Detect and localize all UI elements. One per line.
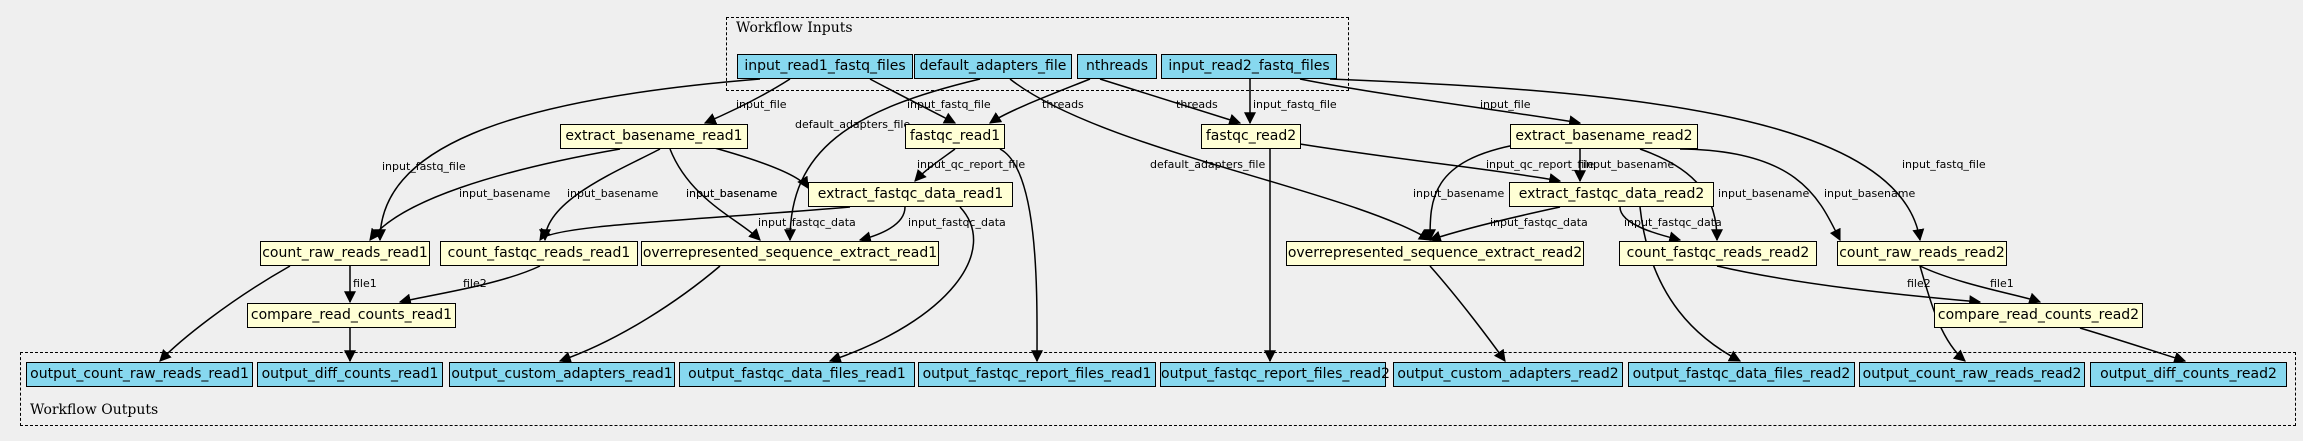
edge-extract1-to-output	[828, 206, 975, 364]
edge-basename2-to-extract2-label: input_basename	[1583, 158, 1674, 171]
edge-basename1-to-overrep1-label: input_basename	[686, 187, 777, 200]
edge-basename1-to-extract1-label: input_basename	[686, 187, 777, 200]
fastqc-read2-node[interactable]: fastqc_read2	[1201, 124, 1301, 149]
input-read1-fastq-files-node[interactable]: input_read1_fastq_files	[737, 54, 913, 79]
input-read2-fastq-files-node[interactable]: input_read2_fastq_files	[1161, 54, 1337, 79]
extract-basename-read2-node[interactable]: extract_basename_read2	[1510, 124, 1698, 149]
edge-basename2-to-countraw2-label: input_basename	[1824, 187, 1915, 200]
edge-basename1-to-countraw1	[369, 148, 621, 241]
edge-fastqc1-to-output	[999, 148, 1044, 363]
output-custom-adapters-read2-node[interactable]: output_custom_adapters_read2	[1393, 362, 1623, 387]
default-adapters-file-node[interactable]: default_adapters_file	[914, 54, 1072, 79]
compare-read-counts-read1-node[interactable]: compare_read_counts_read1	[247, 303, 456, 328]
workflow-inputs-label: Workflow Inputs	[736, 20, 853, 36]
edge-fastqc2-to-extract2	[1299, 143, 1562, 185]
overrepresented-sequence-extract-read1-node[interactable]: overrepresented_sequence_extract_read1	[641, 241, 939, 266]
edge-extract2-to-output	[1639, 206, 1742, 362]
workflow-outputs-label: Workflow Outputs	[30, 402, 159, 418]
output-count-raw-reads-read2-node[interactable]: output_count_raw_reads_read2	[1859, 362, 2085, 387]
edge-threads-to-fastqc1	[988, 78, 1091, 124]
edge-countraw1-to-compare1-label: file1	[353, 277, 377, 290]
output-count-raw-reads-read1-node[interactable]: output_count_raw_reads_read1	[26, 362, 253, 387]
edge-basename1-to-countraw1-label: input_basename	[459, 187, 550, 200]
edge-overrep1-to-output	[558, 265, 721, 364]
nthreads-node[interactable]: nthreads	[1077, 54, 1157, 79]
edge-read1-to-basename1	[703, 78, 791, 125]
edge-read1-to-fastqc1-label: input_fastq_file	[907, 98, 991, 111]
extract-fastqc-data-read2-node[interactable]: extract_fastqc_data_read2	[1509, 182, 1714, 207]
edge-read1-to-countraw1-label: input_fastq_file	[382, 160, 466, 173]
output-diff-counts-read1-node[interactable]: output_diff_counts_read1	[257, 362, 443, 387]
edge-countraw2-to-compare2-label: file1	[1990, 277, 2014, 290]
count-raw-reads-read1-node[interactable]: count_raw_reads_read1	[260, 241, 430, 266]
edge-countfastqc1-to-compare1-label: file2	[463, 277, 487, 290]
edge-basename2-to-overrep2	[1424, 143, 1521, 242]
edge-countraw2-to-compare2	[1919, 265, 2042, 305]
output-diff-counts-read2-node[interactable]: output_diff_counts_read2	[2090, 362, 2287, 387]
extract-basename-read1-node[interactable]: extract_basename_read1	[560, 124, 748, 149]
edge-extract1-to-overrep1	[858, 206, 906, 244]
edge-threads-to-fastqc2	[1099, 78, 1242, 126]
edge-extract2-to-overrep2	[1428, 206, 1561, 243]
overrepresented-sequence-extract-read2-node[interactable]: overrepresented_sequence_extract_read2	[1286, 241, 1584, 266]
edge-extract2-to-overrep2-label: input_fastqc_data	[1490, 216, 1588, 229]
edge-basename2-to-countfastqc2-label: input_basename	[1718, 187, 1809, 200]
edge-fastqc2-to-extract2-label: input_qc_report_file	[1486, 158, 1594, 171]
edge-adapters-to-overrep1-label: default_adapters_file	[795, 118, 910, 131]
count-fastqc-reads-read1-node[interactable]: count_fastqc_reads_read1	[440, 241, 638, 266]
edge-overrep2-to-output	[1429, 265, 1506, 362]
edge-read1-to-countraw1	[374, 78, 761, 242]
edge-adapters-to-overrep2	[1009, 78, 1432, 241]
edge-basename1-to-countfastqc1-label: input_basename	[567, 187, 658, 200]
edge-basename2-to-overrep2-label: input_basename	[1413, 187, 1504, 200]
edge-adapters-to-overrep2-label: default_adapters_file	[1150, 158, 1265, 171]
edge-read2-to-countraw2-label: input_fastq_file	[1902, 158, 1986, 171]
edge-compare2-to-diffcounts2	[2079, 327, 2187, 364]
edge-basename1-to-extract1	[699, 143, 809, 190]
count-raw-reads-read2-node[interactable]: count_raw_reads_read2	[1837, 241, 2007, 266]
edge-fastqc1-to-extract1	[914, 148, 956, 182]
fastqc-read1-node[interactable]: fastqc_read1	[905, 124, 1005, 149]
output-fastqc-data-files-read2-node[interactable]: output_fastqc_data_files_read2	[1628, 362, 1855, 387]
edge-extract1-to-countfastqc1-label: input_fastqc_data	[758, 216, 856, 229]
edge-adapters-to-overrep1	[784, 78, 981, 242]
edge-countfastqc2-to-compare2	[1716, 265, 1982, 308]
output-fastqc-data-files-read1-node[interactable]: output_fastqc_data_files_read1	[679, 362, 915, 387]
workflow-inputs-cluster: Workflow Inputs	[726, 17, 1349, 91]
output-custom-adapters-read1-node[interactable]: output_custom_adapters_read1	[449, 362, 675, 387]
edge-extract2-to-countfastqc2-label: input_fastqc_data	[1624, 216, 1722, 229]
compare-read-counts-read2-node[interactable]: compare_read_counts_read2	[1934, 303, 2143, 328]
workflow-outputs-cluster: Workflow Outputs	[20, 352, 2296, 426]
edge-basename2-to-countraw2	[1679, 148, 1841, 242]
edge-read1-to-fastqc1	[869, 78, 957, 124]
edge-read2-to-fastqc2-label: input_fastq_file	[1253, 98, 1337, 111]
edge-basename1-to-countfastqc1	[539, 148, 661, 242]
edge-read2-to-basename2	[1299, 78, 1582, 128]
edge-basename1-to-overrep1	[669, 148, 761, 241]
output-fastqc-report-files-read2-node[interactable]: output_fastqc_report_files_read2	[1160, 362, 1390, 387]
edge-countfastqc2-to-compare2-label: file2	[1907, 277, 1931, 290]
edge-read2-to-countraw2	[1329, 78, 1925, 242]
edge-extract1-to-countfastqc1	[539, 206, 851, 241]
edge-threads-to-fastqc1-label: threads	[1042, 98, 1084, 111]
edge-fastqc1-to-extract1-label: input_qc_report_file	[917, 158, 1025, 171]
edge-threads-to-fastqc2-label: threads	[1176, 98, 1218, 111]
edge-read1-to-basename1-label: input_file	[736, 98, 787, 111]
extract-fastqc-data-read1-node[interactable]: extract_fastqc_data_read1	[808, 182, 1013, 207]
output-fastqc-report-files-read1-node[interactable]: output_fastqc_report_files_read1	[918, 362, 1156, 387]
edge-countfastqc1-to-compare1	[398, 265, 541, 306]
edge-extract1-to-overrep1-label: input_fastqc_data	[908, 216, 1006, 229]
edge-read2-to-basename2-label: input_file	[1480, 98, 1531, 111]
count-fastqc-reads-read2-node[interactable]: count_fastqc_reads_read2	[1619, 241, 1817, 266]
